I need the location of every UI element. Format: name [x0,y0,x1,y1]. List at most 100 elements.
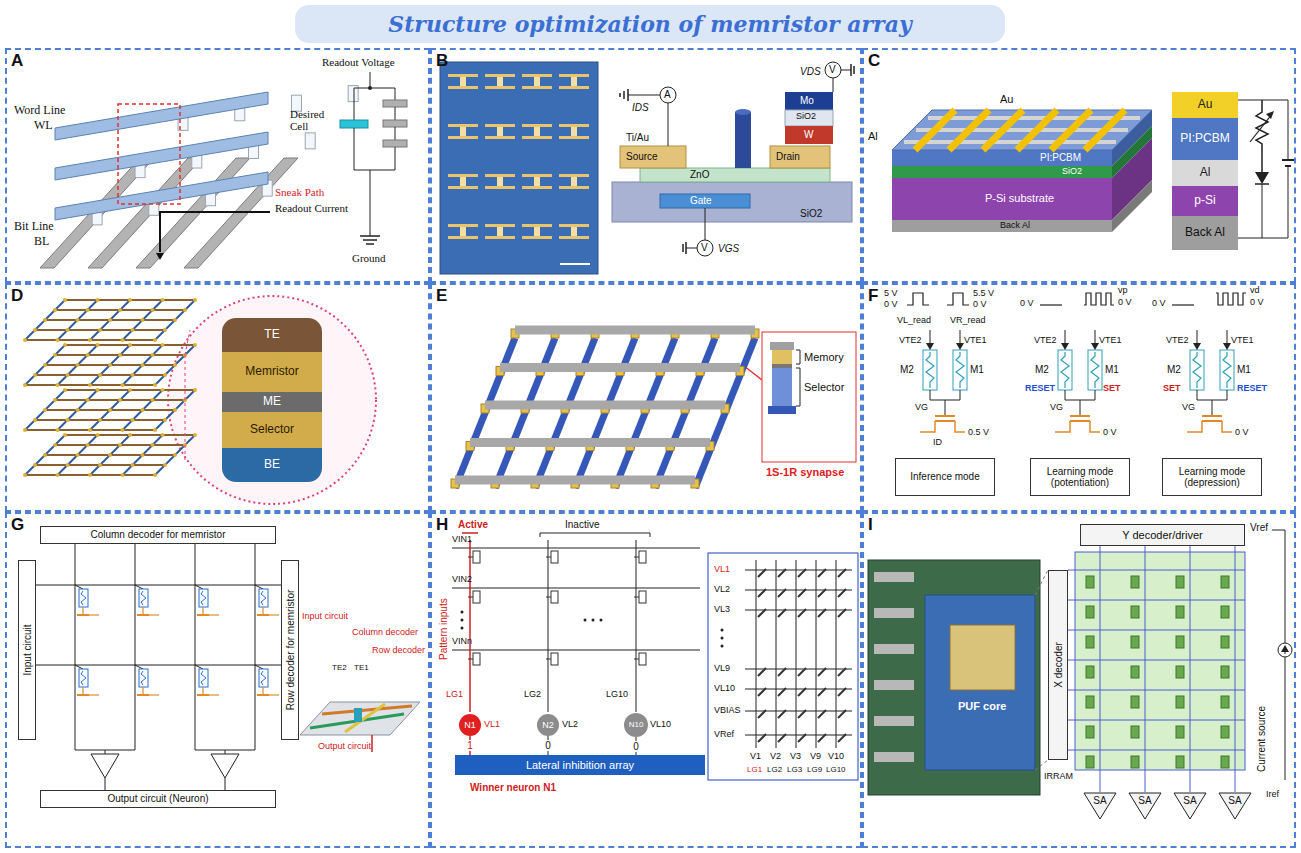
label-text: SiO2 [800,208,822,219]
wire [705,208,706,240]
row-line [36,665,281,666]
wire [105,778,106,790]
label-text: LG9 [807,766,822,775]
flat-input [1040,304,1062,305]
bracket [796,350,800,364]
memristor-symbol [199,589,208,607]
column-line [195,544,196,750]
cell-dot [88,428,92,432]
cell-dot [141,408,145,412]
cell-dot [173,408,177,412]
label-text: VTE1 [1099,336,1122,346]
memristor-symbol [79,589,88,607]
wire [1272,530,1285,643]
rram-cell [1176,606,1184,618]
au-electrode [1051,110,1091,150]
panel-frame: HN1N2N10Lateral inhibition array [430,512,862,848]
layer-band: Au [1172,92,1238,118]
node-text: Back Al [1185,226,1225,240]
label-text: 0 V [1152,299,1166,309]
sneak-path-box [118,104,180,204]
rram-cell [1086,576,1094,588]
label-text: 5 V [884,289,898,299]
cell-dot [86,308,90,312]
memristor-symbol [838,668,846,676]
label-text: V [829,64,836,75]
connector [874,752,914,762]
node-text: N10 [629,720,644,729]
electrode-pad [522,86,552,89]
bottom-electrode-line [90,345,130,385]
electrode-pad [448,224,478,227]
label-text: WL [34,119,53,132]
label-text: Readout Voltage [322,56,395,68]
memristor-symbol [838,688,846,696]
neuron-circle: N1 [459,714,481,736]
electrode-pad [448,124,478,127]
zoom-line [185,330,190,355]
node-text: Al [1200,166,1211,180]
memristor-symbol [956,352,964,388]
word-line [1068,750,1245,751]
ground-symbol [619,93,621,97]
cell-dot [43,318,47,322]
label-text: W [804,129,813,140]
decoder-box: X decoder [1048,570,1068,760]
inhibition-band: Lateral inhibition array [455,755,705,775]
cell-dot [128,298,132,302]
memristor-symbol [798,710,806,718]
rram-cell [1221,756,1229,768]
bottom-electrode-line [123,390,163,430]
top-electrode [500,363,740,372]
bottom-electrode [768,406,796,414]
ground-symbol [853,66,855,74]
cell-dot [121,473,125,477]
zoom-line [1035,570,1048,595]
memristor-symbol [261,591,266,605]
wire [1095,390,1096,400]
top-electrode-line [25,384,155,386]
node-text: BE [264,458,280,472]
label-text: VL_read [897,316,931,326]
device-channel [460,127,466,136]
label-text: VBIAS [714,706,741,716]
memristor-symbol [818,668,826,676]
bottom-electrode-line [155,390,195,430]
wire [135,585,143,589]
sense-amplifier: SA [1173,792,1207,820]
rram-cell [1086,606,1094,618]
substrate-layer [892,178,1112,220]
electrode-pad [559,186,589,189]
cell-dot [76,453,80,457]
cell-dot [131,373,135,377]
wire [195,585,203,589]
ground-symbol [682,244,684,252]
cell-dot [131,418,135,422]
device-channel [497,77,503,86]
electrode-pad [522,124,552,127]
row-line [36,585,281,586]
arrowhead [1223,343,1231,350]
pulse-train [1216,293,1246,305]
cell-dot [33,463,37,467]
memristor-symbol [838,589,846,597]
synapse-symbol [551,551,558,563]
arrowhead [1266,111,1274,119]
memristor-symbol [818,589,826,597]
top-electrode-line [55,354,185,356]
transistor-symbol [257,694,269,696]
circuit-box: Input circuit [18,560,36,740]
rram-cell [1131,696,1139,708]
cell-dot [161,343,165,347]
cell-dot [118,308,122,312]
wire [255,665,263,669]
memristor-symbol [953,350,967,390]
au-electrode [949,110,989,150]
wire [395,127,396,140]
panel-letter: G [11,515,24,535]
cell-dot [63,388,67,392]
panel-letter: C [868,51,880,71]
memristor-symbol [259,669,268,687]
variable-arrow [1250,114,1272,142]
label-text: VIN1 [452,535,472,545]
